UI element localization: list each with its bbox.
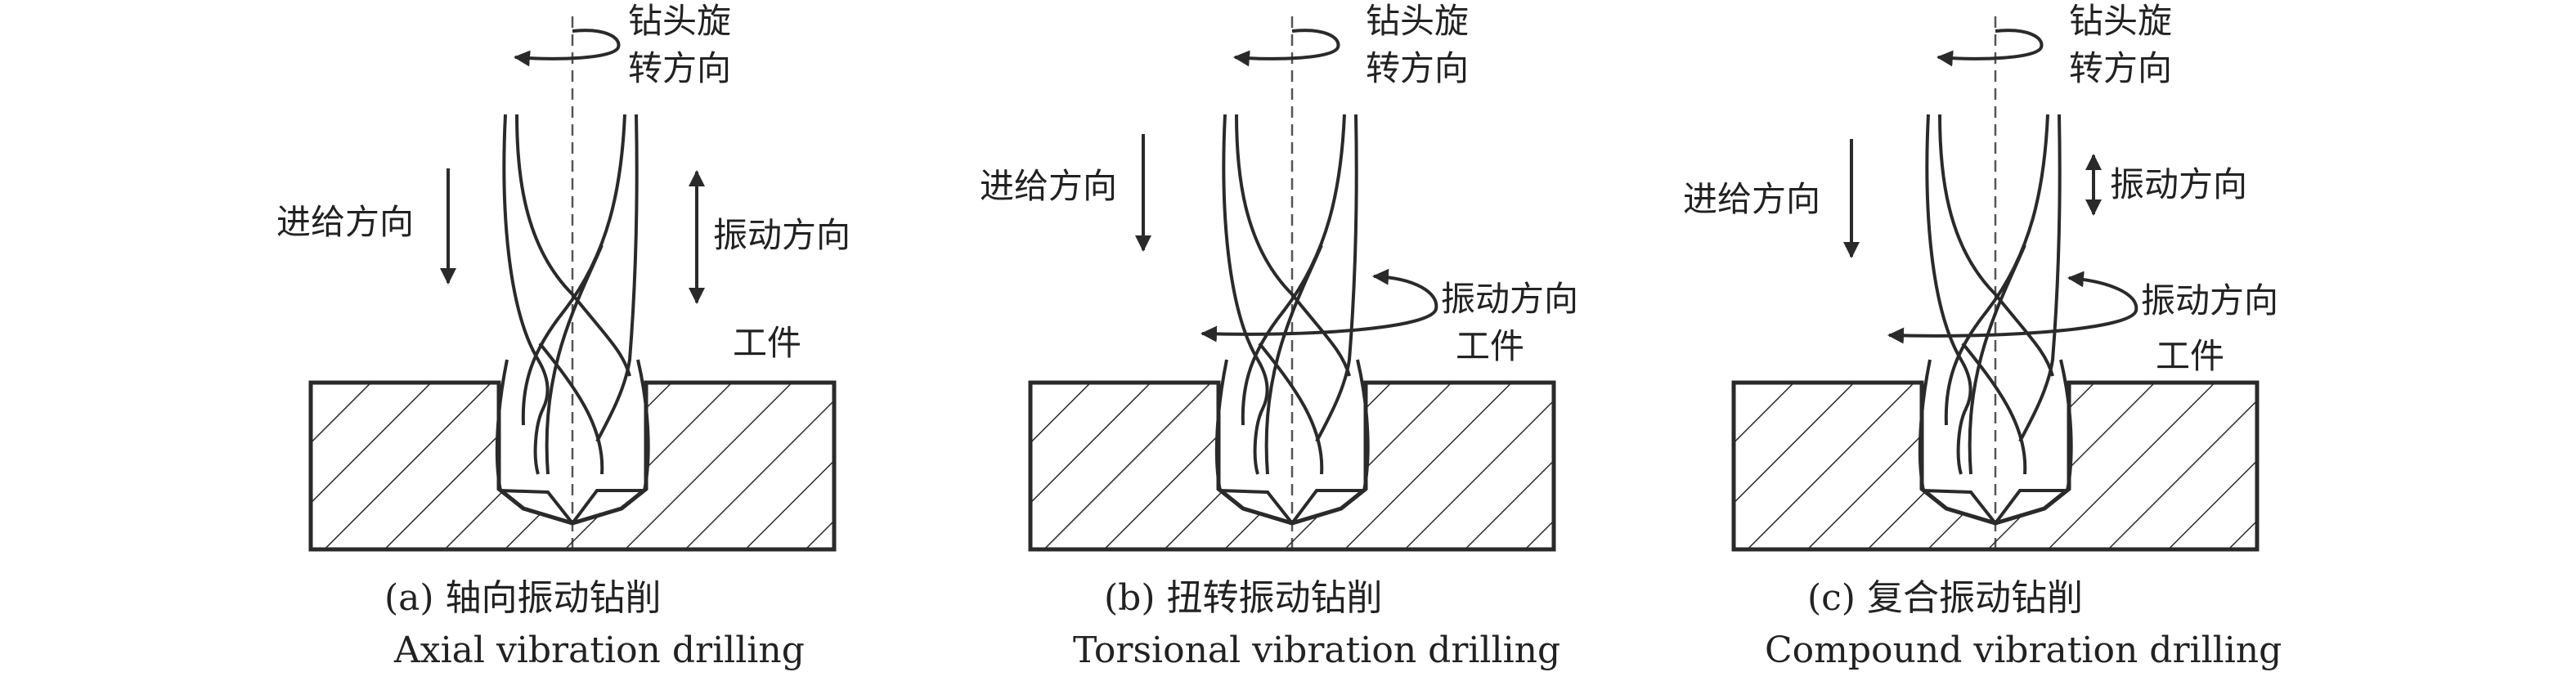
rotation-label-line2: 转方向 (628, 48, 731, 88)
drill-bit (495, 113, 650, 525)
vibration-torsional-label: 振动方向 (2141, 280, 2278, 320)
rotation-arrow-icon (1235, 30, 1339, 59)
caption-en: Axial vibration drilling (393, 629, 805, 671)
drill-bit (1214, 113, 1370, 525)
caption-en: Torsional vibration drilling (1073, 629, 1560, 671)
vibration-label: 振动方向 (713, 215, 850, 255)
workpiece-label: 工件 (733, 323, 801, 363)
workpiece-label: 工件 (1456, 326, 1524, 366)
feed-label: 进给方向 (980, 166, 1117, 206)
feed-label: 进给方向 (276, 202, 414, 242)
torsional-vibration-arrow-icon (1887, 271, 2138, 344)
rotation-label-line1: 钻头旋 (1366, 1, 1469, 41)
rotation-label-line1: 钻头旋 (628, 1, 731, 41)
rotation-label-line1: 钻头旋 (2069, 1, 2172, 41)
vibration-axial-label: 振动方向 (2110, 164, 2247, 204)
vibration-label: 振动方向 (1441, 279, 1578, 319)
rotation-arrow-icon (515, 30, 619, 59)
rotation-arrow-icon (1938, 30, 2042, 59)
torsional-vibration-arrow-icon (1200, 268, 1438, 343)
panel-axial: 钻头旋 转方向 进给方向 振动方向 工件 (a) 轴向振动钻削 Axial vi… (276, 1, 850, 671)
panel-compound: 钻头旋 转方向 进给方向 振动方向 振动方向 工件 (c) 复合振动钻削 Com… (1683, 1, 2282, 671)
caption-zh: (a) 轴向振动钻削 (384, 577, 662, 619)
rotation-label-line2: 转方向 (1366, 48, 1469, 88)
caption-en: Compound vibration drilling (1765, 629, 2282, 671)
panel-torsional: 钻头旋 转方向 进给方向 振动方向 工件 (b) 扭转振动钻削 Torsiona… (980, 1, 1578, 671)
workpiece-label: 工件 (2156, 336, 2224, 376)
caption-zh: (c) 复合振动钻削 (1807, 577, 2083, 619)
rotation-label-line2: 转方向 (2069, 48, 2172, 88)
feed-label: 进给方向 (1683, 179, 1820, 219)
caption-zh: (b) 扭转振动钻削 (1104, 577, 1382, 619)
drill-bit (1918, 113, 2073, 525)
